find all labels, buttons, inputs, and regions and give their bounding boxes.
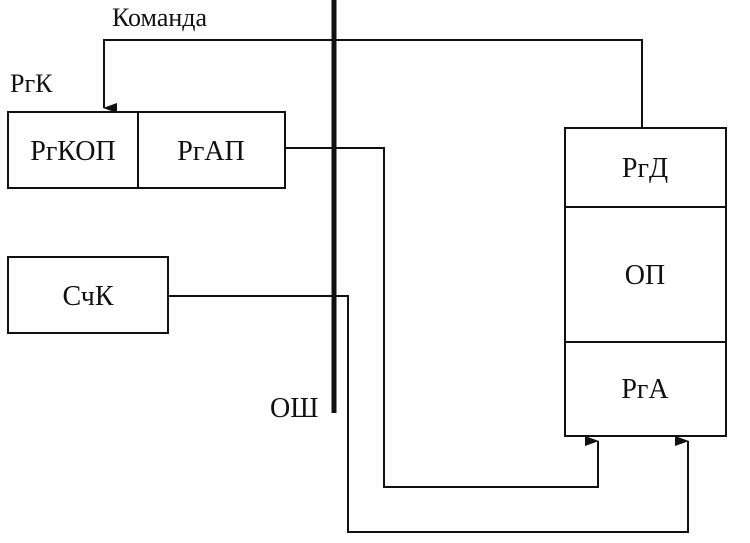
command-label: Команда — [112, 3, 208, 32]
rgap-to-rga-line — [285, 147, 599, 488]
rgd-label: РгД — [622, 153, 668, 184]
sck-to-rga-line — [168, 295, 689, 533]
sck-label: СчК — [62, 281, 113, 312]
op-label: ОП — [625, 260, 665, 291]
rgap-block — [137, 111, 286, 189]
rga-label: РгА — [621, 374, 669, 405]
command-arrow-line — [103, 39, 643, 128]
rgk-label: РгК — [10, 69, 53, 98]
rga-block — [564, 341, 727, 437]
rgkop-label: РгКОП — [30, 136, 115, 167]
osh-label: ОШ — [270, 393, 318, 424]
rgap-label: РгАП — [177, 136, 245, 167]
